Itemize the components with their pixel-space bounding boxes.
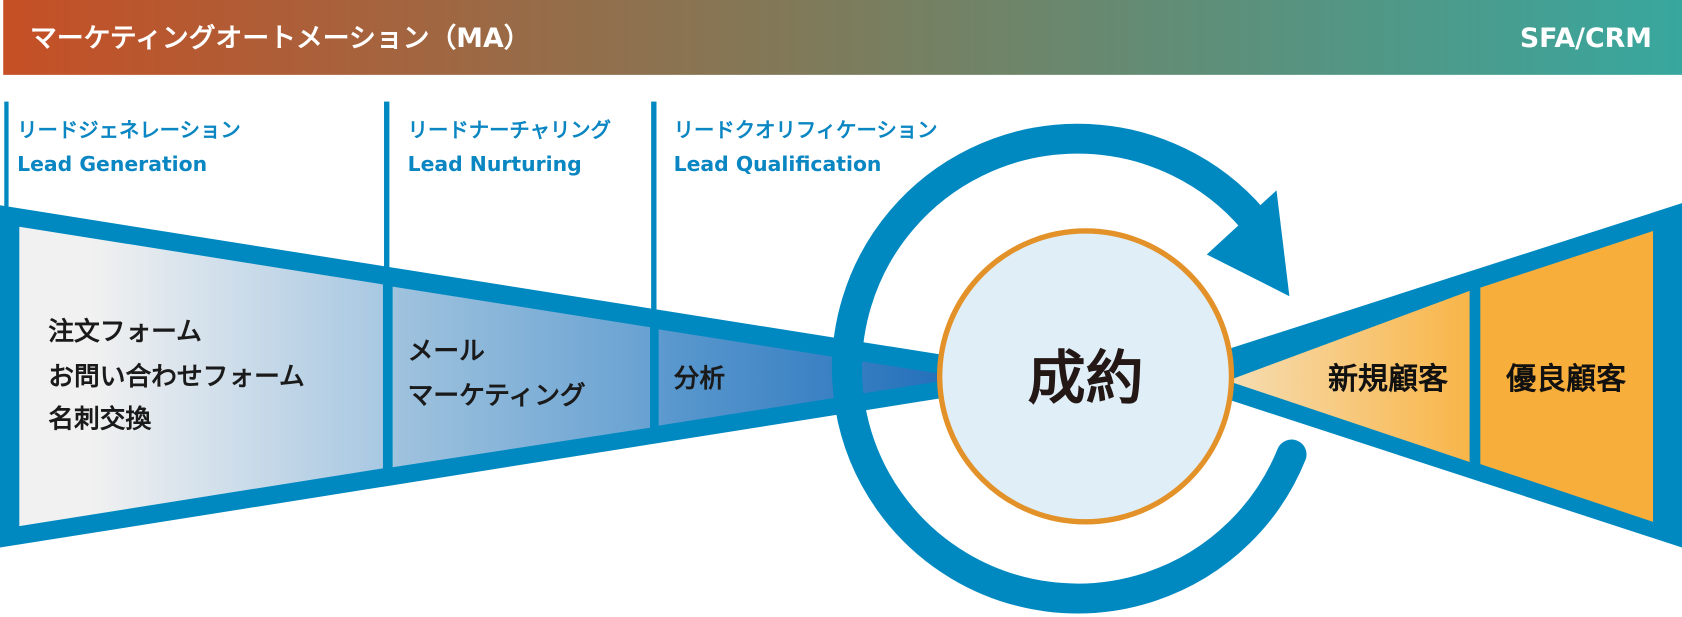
funnel-section-lead-qualification — [658, 329, 944, 426]
stage-label-en: Lead Generation — [17, 152, 207, 176]
funnel-section-lead-generation — [19, 226, 383, 527]
funnel-section-lead-nurturing — [392, 286, 651, 468]
cycle-arrowhead-icon — [1206, 190, 1290, 297]
customer-label-new: 新規顧客 — [1328, 362, 1448, 397]
stage-label-ja: リードクオリフィケーション — [674, 118, 938, 142]
stage-label-en: Lead Qualification — [674, 152, 882, 176]
customer-label-loyal: 優良顧客 — [1505, 362, 1626, 397]
stage-divider — [4, 101, 9, 220]
stage-label-ja: リードジェネレーション — [17, 118, 241, 142]
contract-circle — [937, 228, 1235, 525]
funnel-item: 分析 — [674, 364, 725, 394]
header-bar — [3, 0, 1682, 75]
funnel-item: お問い合わせフォーム — [48, 361, 305, 392]
funnel-item: 名刺交換 — [48, 404, 151, 435]
stage-label-en: Lead Nurturing — [408, 152, 582, 176]
cycle-arrow-icon — [832, 123, 1307, 614]
sfa-crm-title: SFA/CRM — [1520, 23, 1652, 54]
stage-label-ja: リードナーチャリング — [408, 118, 611, 142]
contract-label: 成約 — [1028, 344, 1144, 412]
ma-title: マーケティングオートメーション（MA） — [30, 22, 530, 54]
stage-divider — [651, 101, 657, 316]
funnel-item: マーケティング — [408, 381, 586, 411]
stage-divider — [384, 101, 390, 273]
funnel-section-new-customer — [1233, 290, 1470, 462]
funnel-section-loyal-customer — [1480, 230, 1654, 522]
funnel-item: 注文フォーム — [48, 316, 202, 347]
funnel-item: メール — [408, 336, 485, 366]
